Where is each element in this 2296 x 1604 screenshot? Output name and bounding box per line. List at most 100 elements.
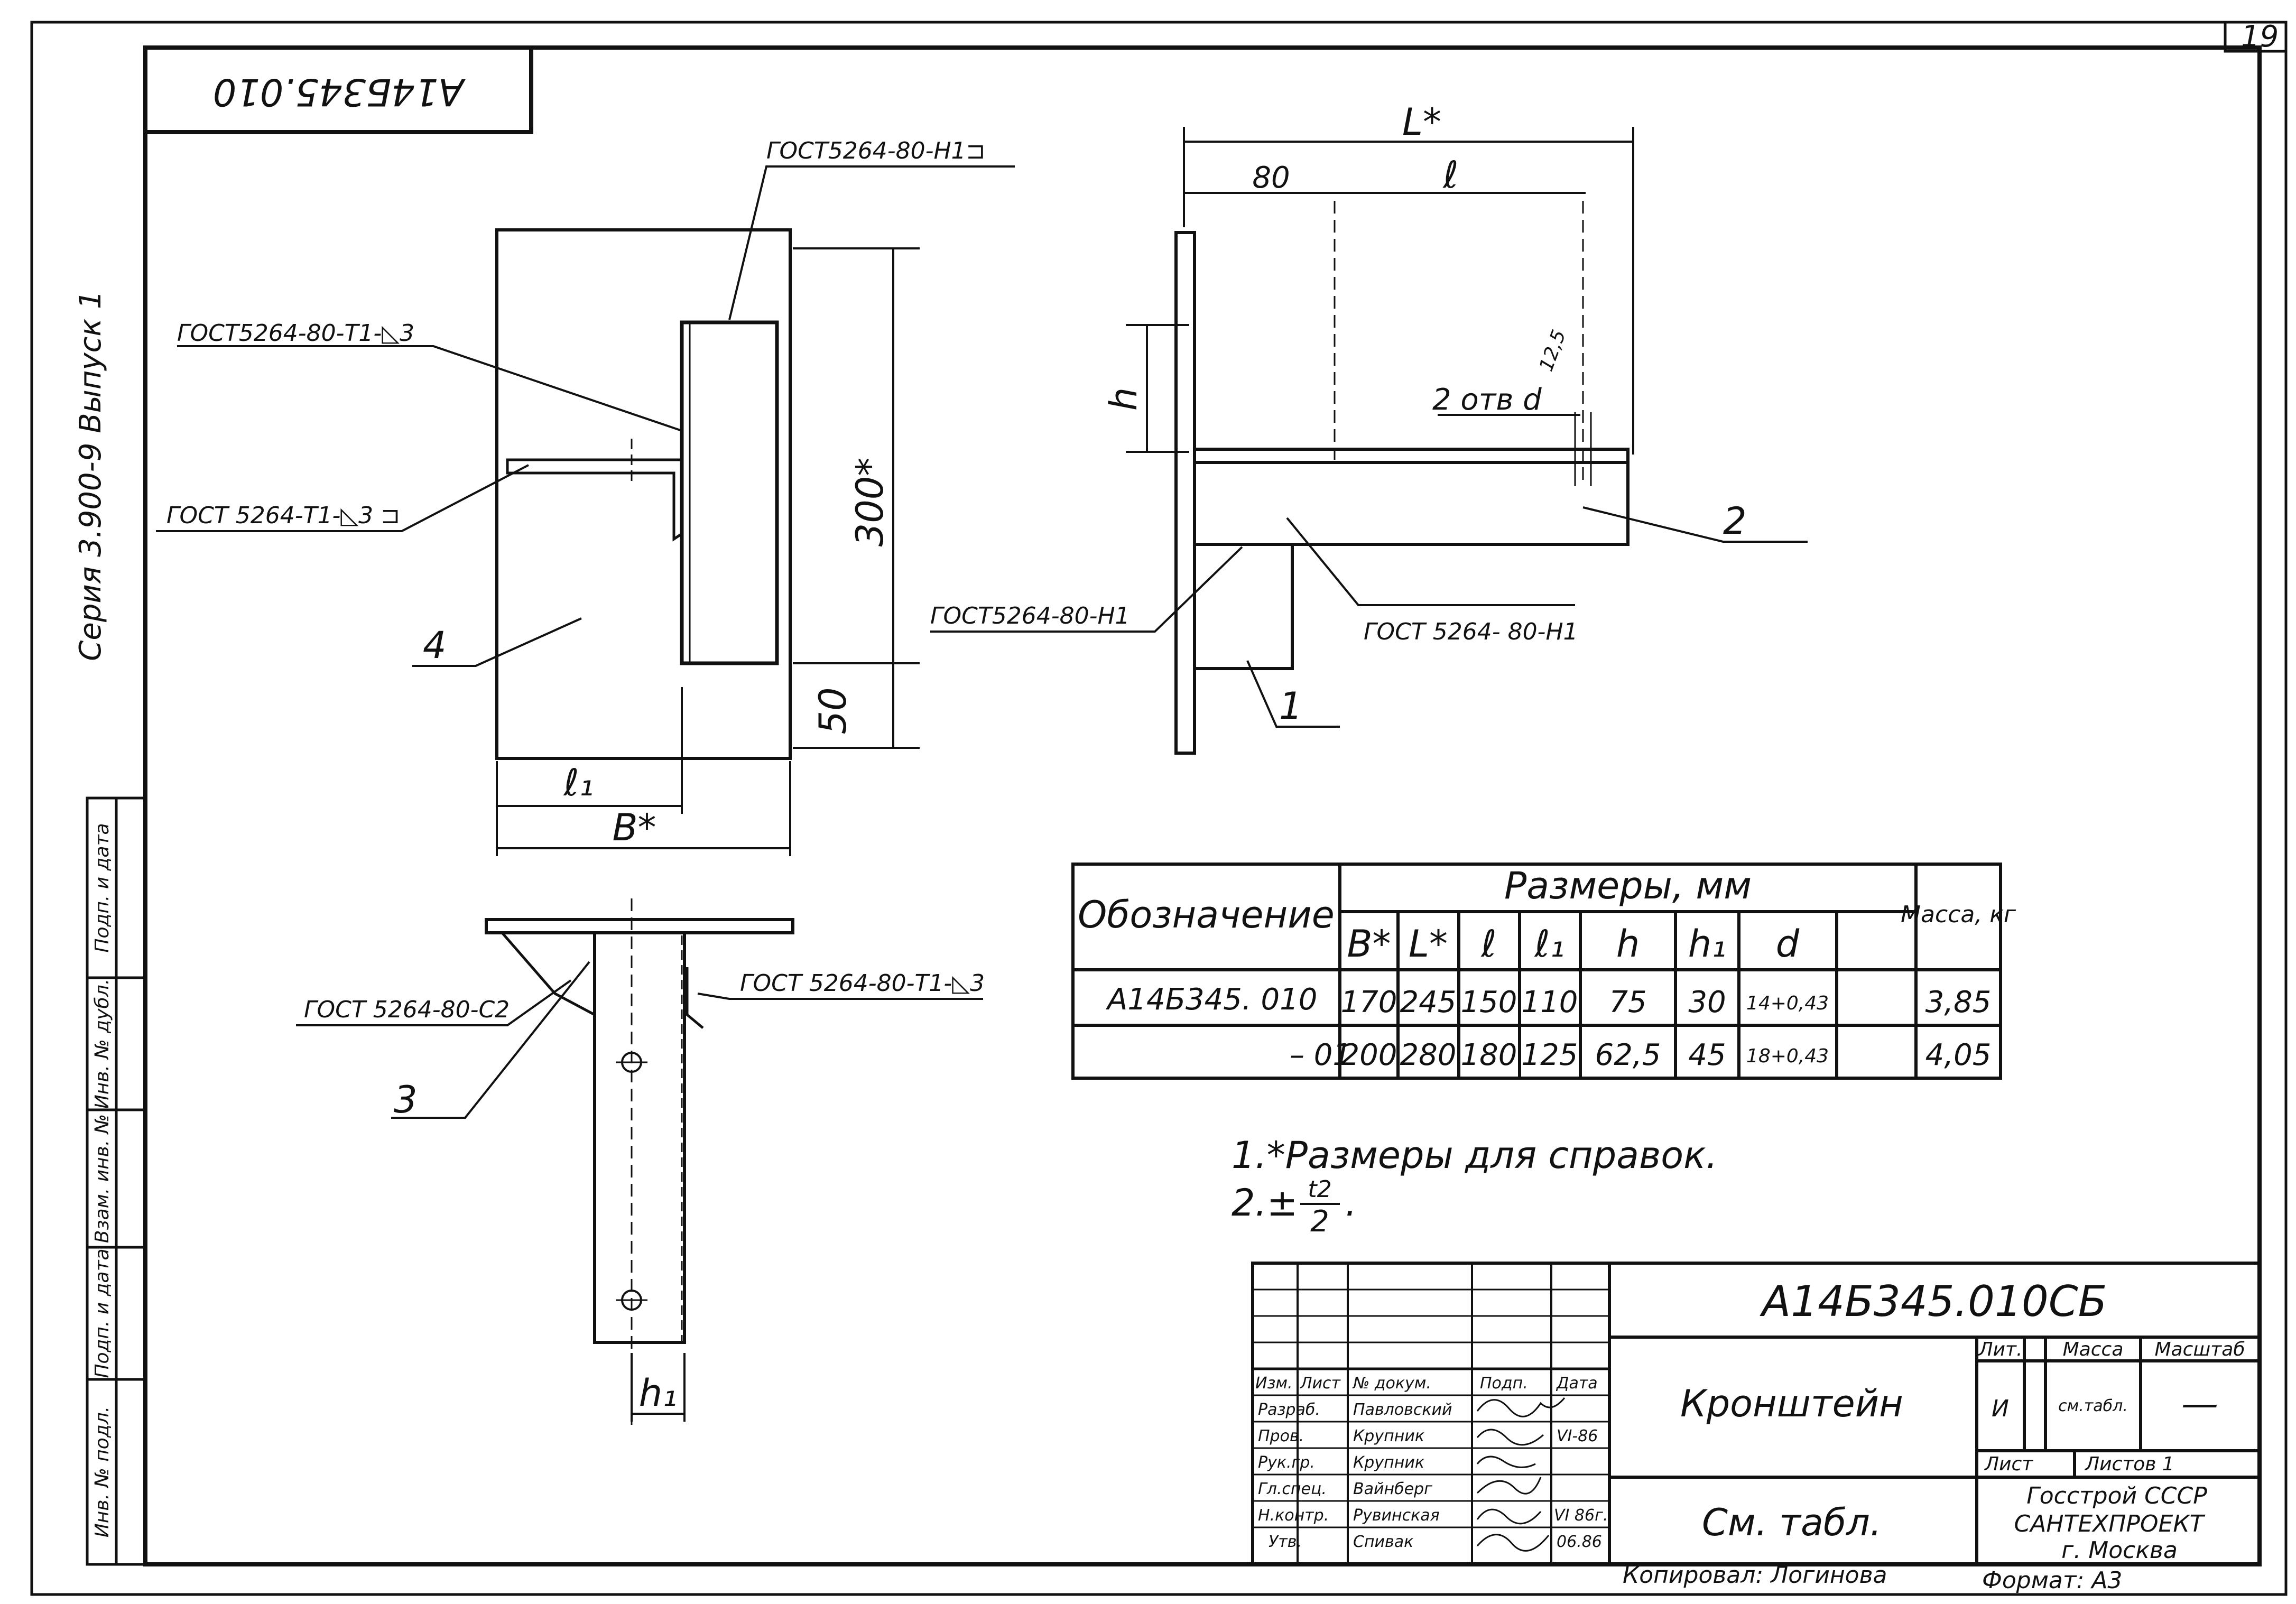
- tb-material: См. табл.: [1702, 1501, 1882, 1544]
- tbl-r2-v2: 180: [1461, 1038, 1517, 1072]
- dim-h: h: [1102, 387, 1145, 411]
- part-1: 1: [1279, 684, 1303, 728]
- format-label: Формат: А3: [1982, 1567, 2122, 1594]
- tb-hdr-lit: Лит.: [1978, 1339, 2023, 1360]
- weld-front-lower: ГОСТ 5264-Т1-◺3 ⊐: [166, 502, 400, 529]
- strip-label-5: Подп. и дата: [91, 823, 113, 952]
- tbl-sub-L: L*: [1409, 922, 1448, 966]
- dim-holes: 2 отв d: [1432, 383, 1542, 417]
- note-2-prefix: 2.±: [1232, 1181, 1298, 1225]
- copied-by: Копировал: Логинова: [1623, 1562, 1887, 1589]
- tbl-row-1: А14Б345. 010 170 245 150 110 75 30 14+0,…: [1106, 982, 1991, 1019]
- tb-person-4: Вайнберг: [1353, 1480, 1432, 1498]
- tb-hdr-scale: Масштаб: [2154, 1339, 2245, 1360]
- tbl-sub-h: h: [1616, 922, 1640, 966]
- tbl-col-mass: Масса, кг: [1901, 901, 2016, 928]
- top-stamp-code: А14Б345.010: [213, 70, 466, 114]
- tb-row-headers: Изм. Лист № докум. Подп. Дата: [1255, 1374, 1598, 1393]
- tbl-sub-d: d: [1776, 922, 1800, 966]
- tb-hdr-izm: Изм.: [1255, 1374, 1293, 1393]
- tb-mass-value: см.табл.: [2058, 1397, 2128, 1415]
- series-label: Серия 3.900-9 Выпуск 1: [73, 290, 108, 661]
- strip-label-2: Подп. и дата: [91, 1248, 113, 1378]
- dim-l: ℓ: [1443, 153, 1459, 197]
- tbl-r2-v4: 62,5: [1595, 1038, 1661, 1072]
- tb-hdr-sign: Подп.: [1480, 1374, 1528, 1393]
- tb-org-1: Госстрой СССР: [2026, 1482, 2207, 1509]
- weld-top-right: ГОСТ5264-80-Н1⊐: [766, 137, 985, 164]
- part-2: 2: [1723, 499, 1747, 543]
- tb-person-1: Павловский: [1353, 1401, 1452, 1419]
- tbl-r1-v6: 14+0,43: [1746, 993, 1829, 1014]
- tb-date-2: VI-86: [1557, 1427, 1598, 1445]
- part-3: 3: [394, 1078, 418, 1121]
- tb-role-5: Н.контр.: [1258, 1506, 1329, 1525]
- tbl-r2-v6: 18+0,43: [1746, 1045, 1829, 1067]
- plan-view: [485, 898, 794, 1427]
- dim-B: B*: [612, 806, 656, 849]
- tb-lit-value: И: [1992, 1395, 2009, 1422]
- tb-name: Кронштейн: [1680, 1382, 1903, 1425]
- dim-roughness: 12,5: [1535, 327, 1570, 374]
- weld-side-left: ГОСТ5264-80-Н1: [930, 602, 1130, 629]
- dim-80: 80: [1252, 161, 1290, 195]
- tbl-r1-mass: 3,85: [1925, 985, 1992, 1019]
- tb-date-6: 06.86: [1557, 1533, 1602, 1551]
- tb-person-6: Спивак: [1353, 1533, 1413, 1551]
- tbl-r2-name: – 01: [1290, 1038, 1351, 1072]
- tb-hdr-mass: Масса: [2063, 1339, 2124, 1360]
- tbl-sub-h1: h₁: [1688, 922, 1726, 966]
- tb-sheet-label: Лист: [1984, 1453, 2033, 1475]
- tb-doc-code: А14Б345.010СБ: [1760, 1277, 2107, 1326]
- strip-label-3: Взам. инв. №: [91, 1114, 113, 1243]
- tb-person-3: Крупник: [1353, 1453, 1424, 1472]
- plan-dims: [296, 961, 983, 1422]
- frame: [30, 21, 2288, 1596]
- dim-L: L*: [1402, 100, 1441, 144]
- strip-label-4: Инв. № дубл.: [91, 979, 113, 1109]
- tb-role-2: Пров.: [1258, 1427, 1304, 1445]
- tbl-r1-v1: 245: [1400, 985, 1457, 1019]
- weld-plan-right: ГОСТ 5264-80-Т1-◺3: [740, 970, 985, 997]
- tbl-sub-l: ℓ: [1481, 922, 1497, 966]
- tb-role-1: Разраб.: [1258, 1401, 1320, 1419]
- front-view: [495, 228, 792, 760]
- tb-signatures: [1476, 1397, 1566, 1552]
- tbl-col-designation: Обозначение: [1078, 893, 1335, 937]
- tbl-r1-v5: 30: [1688, 985, 1726, 1019]
- strip-label-1: Инв. № подл.: [91, 1406, 113, 1537]
- tb-org-3: г. Москва: [2061, 1537, 2178, 1564]
- side-leaders: [930, 506, 1808, 728]
- tbl-r2-v1: 280: [1400, 1038, 1457, 1072]
- tbl-r2-v0: 200: [1341, 1038, 1397, 1072]
- tbl-sub-B: B*: [1347, 922, 1391, 966]
- tb-role-3: Рук.гр.: [1258, 1453, 1315, 1472]
- part-4: 4: [423, 624, 447, 667]
- tbl-row-2: – 01 200 280 180 125 62,5 45 18+0,43 4,0…: [1290, 1038, 1991, 1072]
- note-2-num: t2: [1308, 1176, 1331, 1203]
- tbl-r2-v5: 45: [1688, 1038, 1726, 1072]
- note-2-suffix: .: [1345, 1181, 1357, 1225]
- tb-hdr-date: Дата: [1556, 1374, 1598, 1393]
- tb-role-4: Гл.спец.: [1258, 1480, 1327, 1498]
- front-dims: [496, 247, 920, 856]
- param-table: [1071, 863, 2002, 1080]
- tb-staff: Разраб. Павловский Пров. Крупник VI-86 Р…: [1258, 1401, 1608, 1551]
- weld-front-upper: ГОСТ5264-80-Т1-◺3: [177, 320, 414, 347]
- tb-date-5: VI 86г.: [1554, 1506, 1608, 1525]
- note-2-den: 2: [1310, 1204, 1329, 1239]
- note-1: 1.*Размеры для справок.: [1232, 1134, 1718, 1177]
- tbl-r1-v2: 150: [1461, 985, 1517, 1019]
- weld-side-right: ГОСТ 5264- 80-Н1: [1364, 618, 1578, 645]
- tbl-r1-name: А14Б345. 010: [1106, 982, 1317, 1017]
- dim-h1: h₁: [639, 1371, 677, 1415]
- tb-hdr-doc: № докум.: [1352, 1374, 1431, 1393]
- note-2: 2.± t2 2 .: [1232, 1176, 1357, 1239]
- weld-plan-left: ГОСТ 5264-80-С2: [304, 996, 510, 1023]
- side-view: [1174, 201, 1630, 755]
- front-leaders: [156, 165, 1015, 667]
- side-dims: [1126, 127, 1634, 455]
- tb-role-6: Утв.: [1269, 1533, 1302, 1551]
- dim-50: 50: [811, 687, 855, 734]
